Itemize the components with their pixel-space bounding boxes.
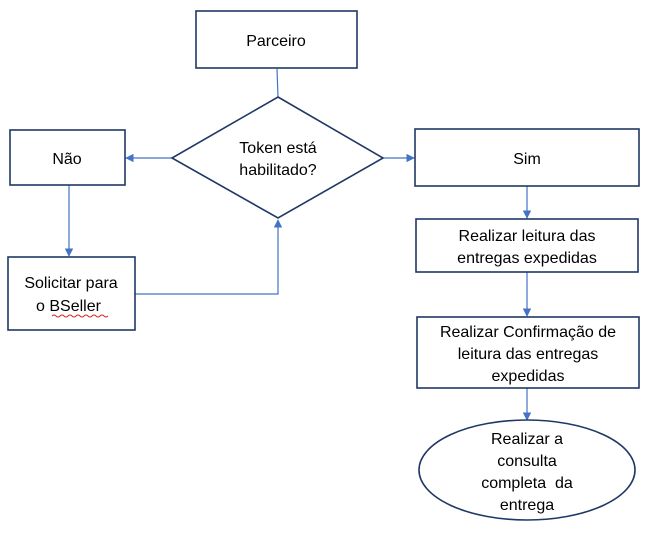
leitura-line-2: entregas expedidas <box>457 250 597 267</box>
leitura-line-1: Realizar leitura das <box>459 228 596 245</box>
decision-line-1: Token está <box>239 140 316 157</box>
spellcheck-underline <box>51 314 109 318</box>
node-confirmacao: Realizar Confirmação de leitura das entr… <box>416 316 640 389</box>
node-nao-label: Não <box>52 151 81 168</box>
node-parceiro: Parceiro <box>195 10 358 69</box>
consulta-line-1: Realizar a <box>491 431 563 448</box>
solicitar-line-2-word: BSeller <box>49 298 101 315</box>
node-parceiro-label: Parceiro <box>246 33 306 50</box>
consulta-line-2: consulta <box>497 453 557 470</box>
confirmacao-line-1: Realizar Confirmação de <box>440 324 616 341</box>
solicitar-line-2: o BSeller <box>36 298 102 315</box>
solicitar-line-2-prefix: o <box>36 298 49 315</box>
node-leitura: Realizar leitura das entregas expedidas <box>415 218 639 273</box>
consulta-line-4: entrega <box>500 497 554 514</box>
node-decision-token: Token está habilitado? <box>170 96 385 219</box>
confirmacao-line-2: leitura das entregas <box>458 346 599 363</box>
node-nao: Não <box>9 129 126 186</box>
consulta-line-3: completa da <box>481 475 573 492</box>
node-consulta: Realizar a consulta completa da entrega <box>418 419 636 521</box>
decision-line-2: habilitado? <box>239 162 317 179</box>
connector-solicitar-to-decision <box>135 219 283 295</box>
solicitar-line-1: Solicitar para <box>24 275 117 292</box>
node-sim-label: Sim <box>513 151 541 168</box>
node-solicitar: Solicitar para o BSeller <box>7 256 136 331</box>
node-sim: Sim <box>414 128 640 187</box>
connector-parceiro-to-decision <box>276 68 279 98</box>
confirmacao-line-3: expedidas <box>492 368 565 385</box>
